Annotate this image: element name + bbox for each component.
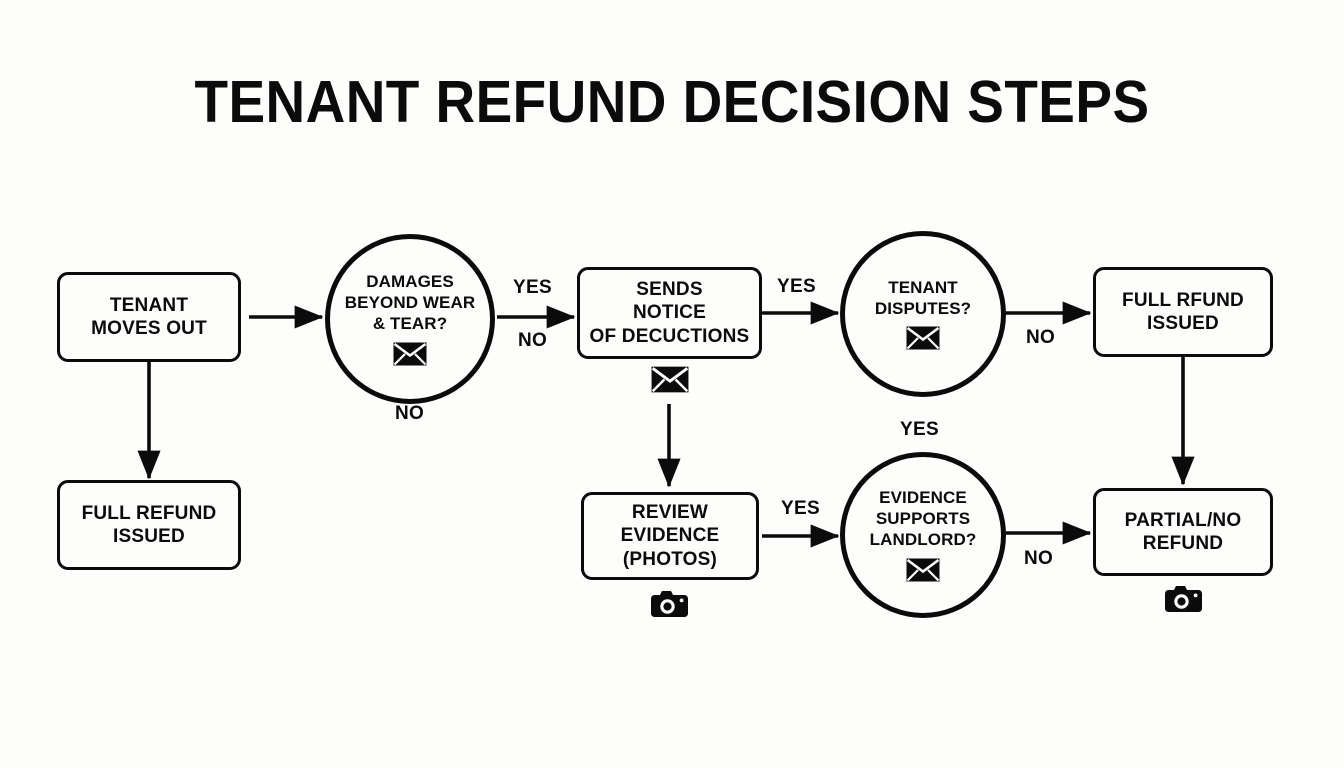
node-label: SENDS NOTICE OF DECUCTIONS	[589, 279, 750, 347]
edge-label-notice-yes: YES	[777, 276, 816, 297]
node-partial-no-refund[interactable]: PARTIAL/NO REFUND	[1093, 488, 1273, 576]
page-title: TENANT REFUND DECISION STEPS	[194, 69, 1150, 135]
node-label: EVIDENCE SUPPORTS LANDLORD?	[869, 488, 977, 549]
node-label: TENANT MOVES OUT	[91, 294, 207, 339]
node-tenant-moves-out[interactable]: TENANT MOVES OUT	[57, 272, 241, 362]
node-damages-beyond-wear[interactable]: DAMAGES BEYOND WEAR & TEAR?	[325, 234, 495, 404]
envelope-icon	[393, 342, 427, 366]
envelope-icon	[906, 326, 940, 350]
edge-label-damages-no-right: NO	[518, 330, 548, 351]
node-label: FULL REFUND ISSUED	[81, 502, 217, 547]
node-tenant-disputes[interactable]: TENANT DISPUTES?	[840, 231, 1006, 397]
node-label: DAMAGES BEYOND WEAR & TEAR?	[344, 272, 476, 333]
edge-label-disputes-no: NO	[1026, 327, 1056, 348]
edge-label-review-yes: YES	[781, 498, 820, 519]
node-review-evidence[interactable]: REVIEW EVIDENCE (PHOTOS)	[581, 492, 759, 580]
edge-label-damages-yes: YES	[513, 277, 552, 298]
node-evidence-supports-landlord[interactable]: EVIDENCE SUPPORTS LANDLORD?	[840, 452, 1006, 618]
edge-label-damages-no-below: NO	[395, 403, 425, 424]
node-label: TENANT DISPUTES?	[874, 277, 972, 318]
node-label: FULL RFUND ISSUED	[1122, 289, 1244, 334]
camera-icon	[651, 589, 688, 619]
node-label: PARTIAL/NO REFUND	[1124, 509, 1242, 554]
edge-label-evidence-no: NO	[1024, 548, 1054, 569]
envelope-icon	[651, 366, 689, 393]
node-sends-notice[interactable]: SENDS NOTICE OF DECUCTIONS	[577, 267, 762, 359]
node-full-refund-issued-left[interactable]: FULL REFUND ISSUED	[57, 480, 241, 570]
envelope-icon	[906, 558, 940, 582]
edge-label-disputes-yes: YES	[900, 419, 939, 440]
camera-icon	[1165, 584, 1202, 614]
node-full-rfund-issued[interactable]: FULL RFUND ISSUED	[1093, 267, 1273, 357]
node-label: REVIEW EVIDENCE (PHOTOS)	[620, 502, 720, 570]
